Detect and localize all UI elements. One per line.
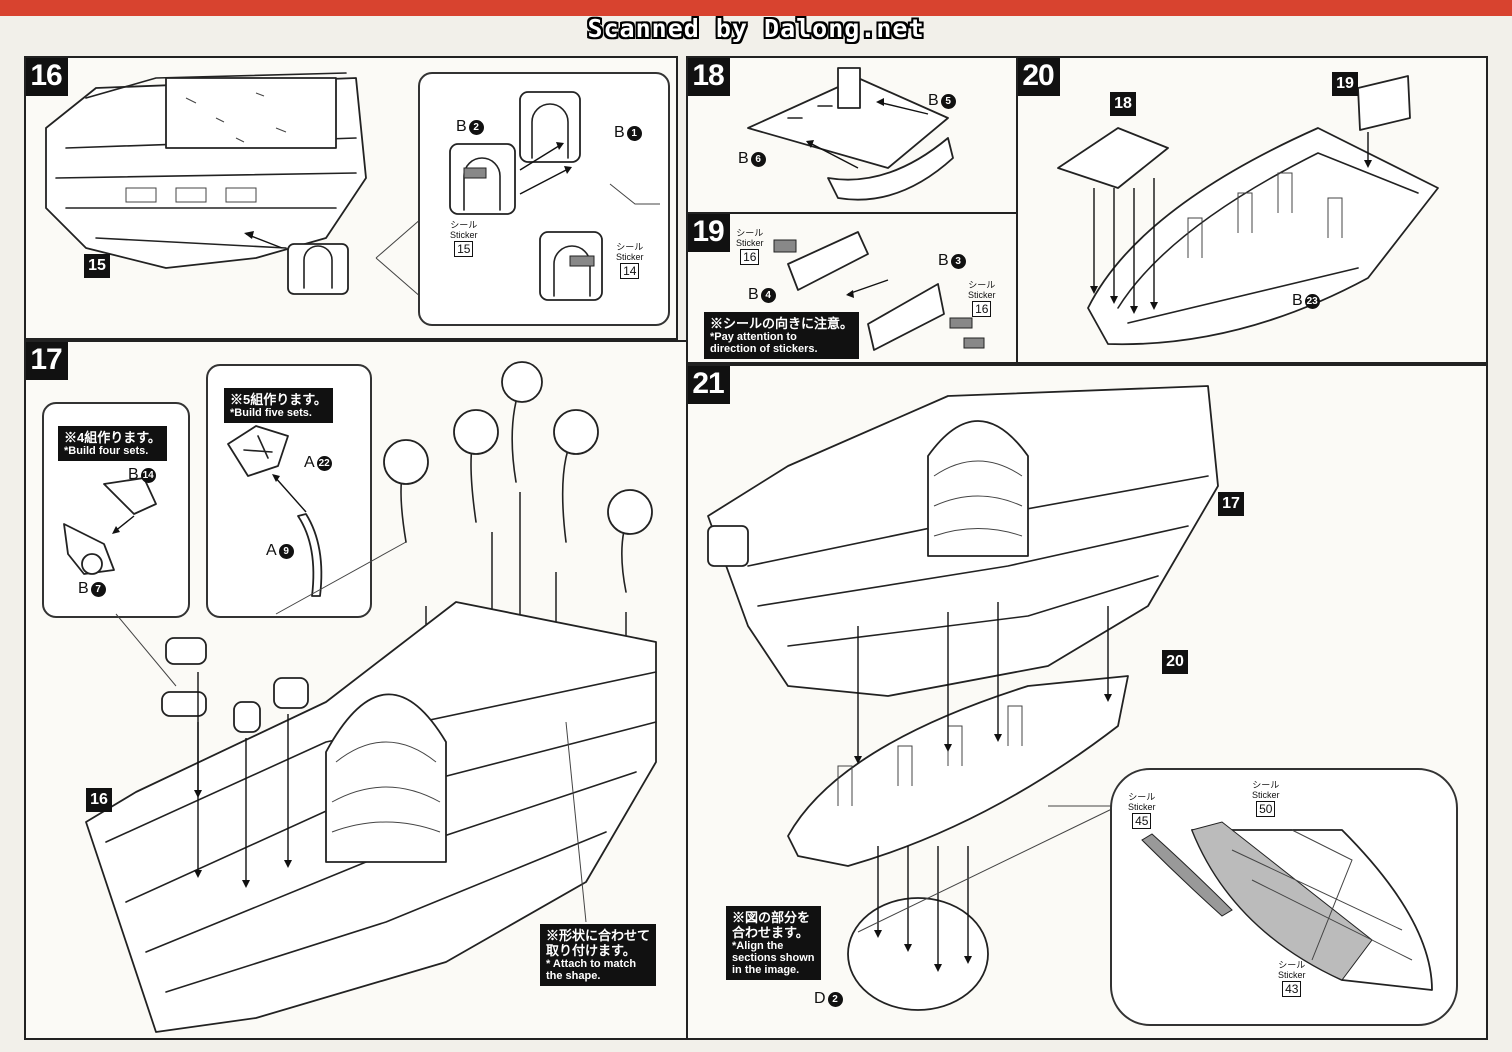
ref-15: 15	[84, 254, 110, 278]
step-18-number: 18	[688, 58, 730, 96]
scan-credit: Scanned by Dalong.net	[587, 14, 925, 43]
step-16-drawing	[45, 72, 423, 299]
bracket-parts-drawing	[449, 91, 660, 301]
ref-18: 18	[1110, 92, 1136, 116]
step-20-number: 20	[1018, 58, 1060, 96]
step-18-drawing	[747, 67, 954, 201]
step-19-number: 19	[688, 214, 730, 252]
step-19-drawing	[773, 231, 985, 351]
step-21-number: 21	[688, 366, 730, 404]
top-color-band	[0, 0, 1512, 16]
ref-17: 17	[1218, 492, 1244, 516]
step-21-drawing	[707, 385, 1219, 1011]
ref-16: 16	[86, 788, 112, 812]
ref-19: 19	[1332, 72, 1358, 96]
ref-20: 20	[1162, 650, 1188, 674]
hull-sticker-drawing	[1141, 821, 1433, 991]
build-five-note: ※5組作ります。*Build five sets.	[224, 388, 333, 423]
step-17-ship-drawing	[85, 361, 657, 1033]
step-17-number: 17	[26, 342, 68, 380]
palm-parts-drawing	[227, 425, 323, 597]
cannon-parts-drawing	[63, 477, 157, 575]
build-four-note: ※4組作ります。*Build four sets.	[58, 426, 167, 461]
step-20-drawing	[1057, 75, 1439, 346]
step-16-number: 16	[26, 58, 68, 96]
